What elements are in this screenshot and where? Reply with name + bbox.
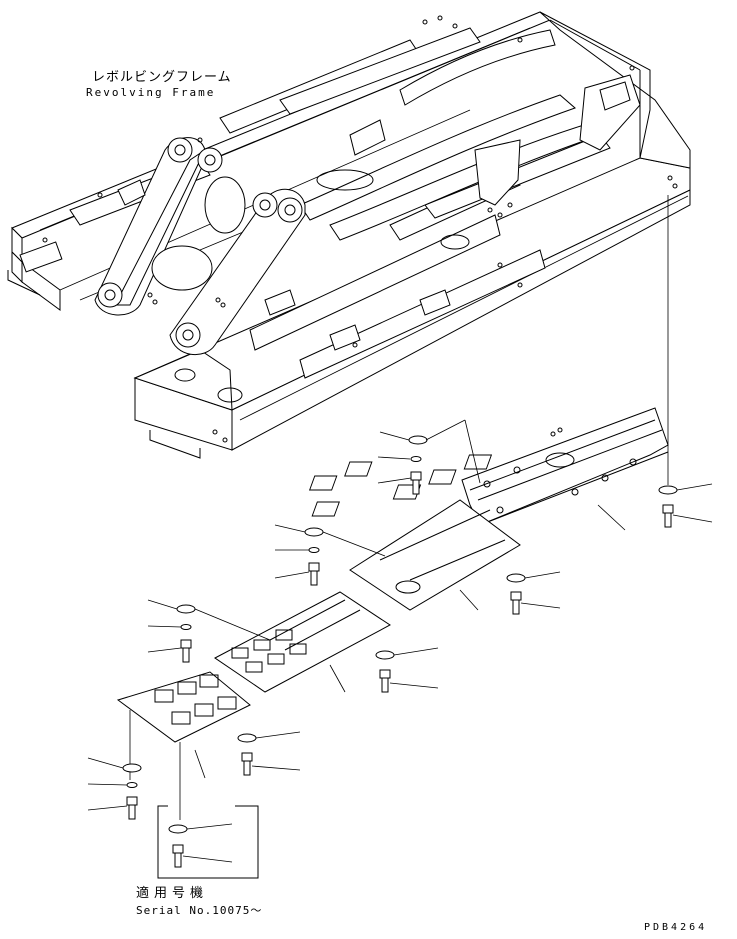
- frame-title-japanese: レボルビングフレーム: [92, 70, 232, 85]
- undercover-3: [214, 591, 391, 693]
- frame-title-english: Revolving Frame: [86, 86, 216, 99]
- fasteners: [87, 195, 713, 820]
- undercover-1: [308, 407, 669, 531]
- serial-number-label: Serial No.10075〜: [136, 904, 263, 917]
- serial-inset: [157, 805, 259, 879]
- undercover-2: [349, 499, 521, 611]
- serial-label-japanese: 適用号機: [136, 886, 209, 901]
- drawing-number: PDB4264: [644, 922, 708, 933]
- undercover-4: [116, 671, 251, 820]
- revolving-frame: [7, 11, 691, 459]
